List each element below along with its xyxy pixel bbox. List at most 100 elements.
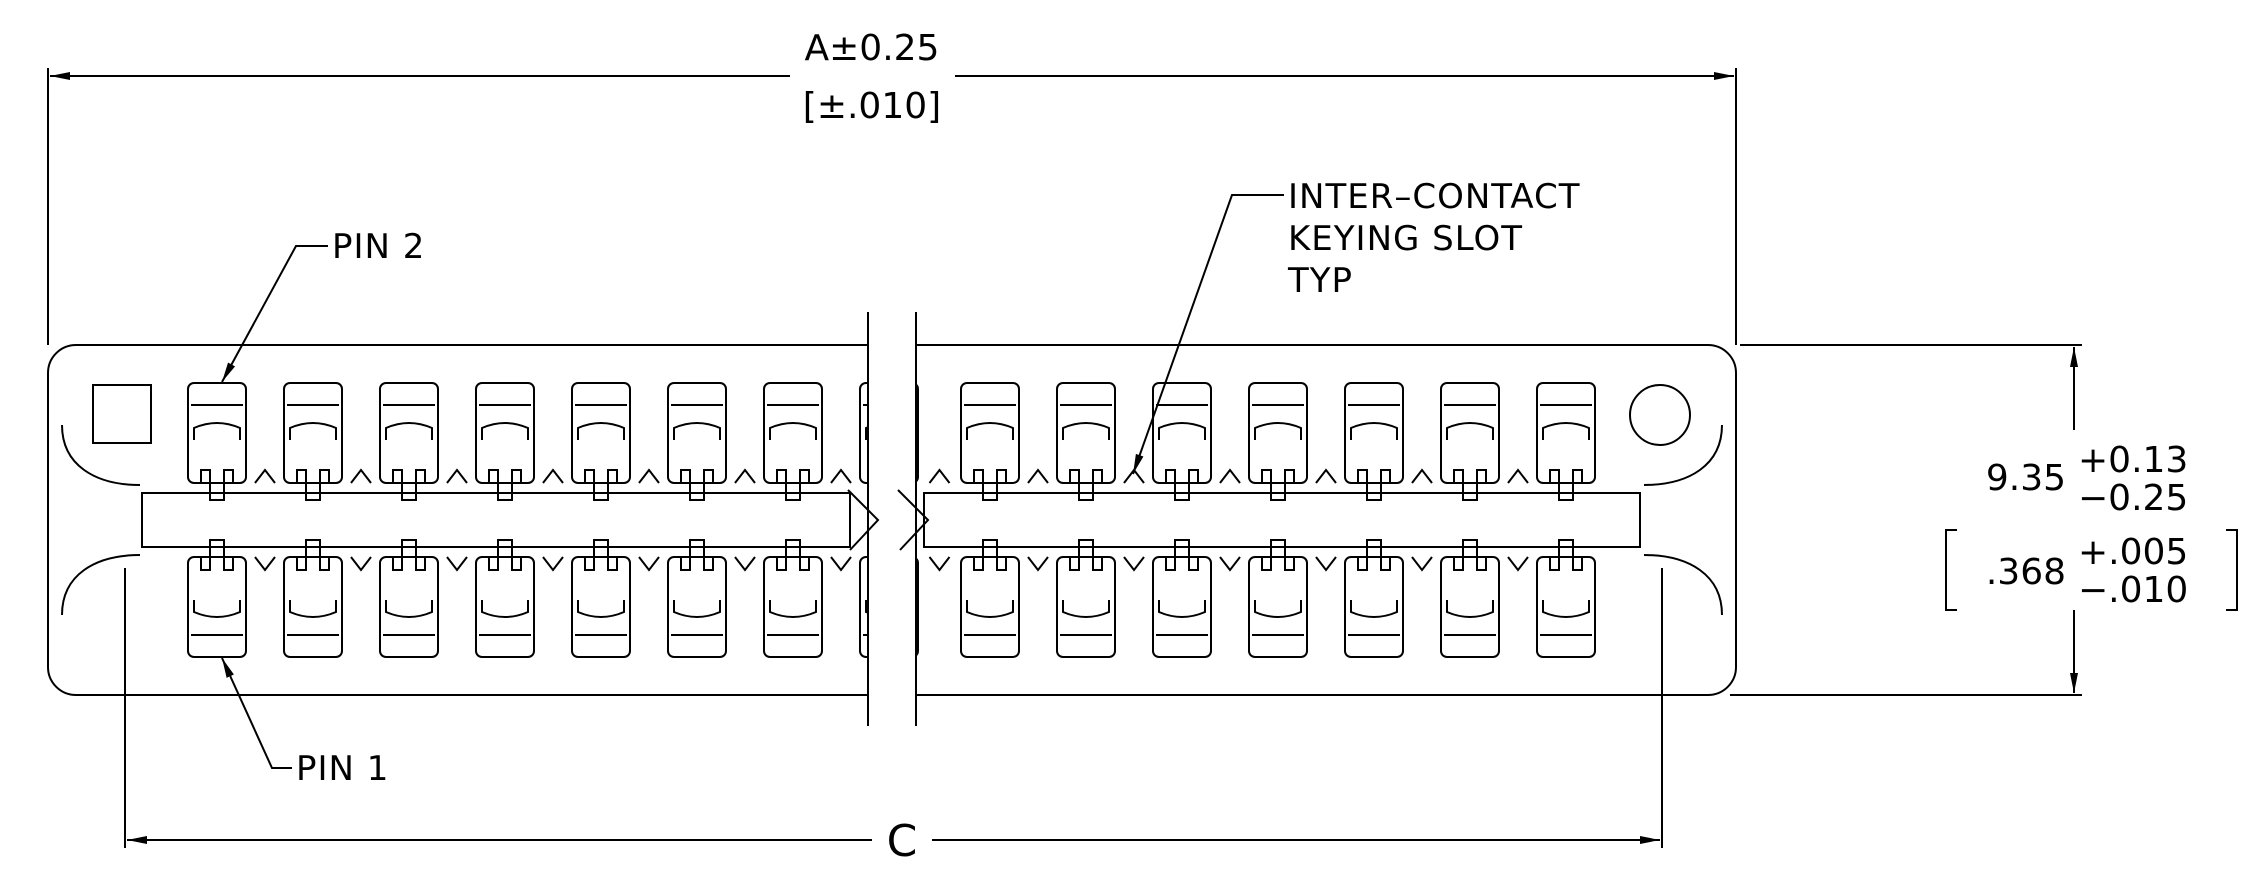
contact-lower-cap bbox=[577, 600, 625, 618]
contact-lower-cap bbox=[481, 600, 529, 618]
contact-upper-body bbox=[960, 382, 1020, 484]
contact-upper-body bbox=[1056, 382, 1116, 484]
contact-upper-tab bbox=[200, 469, 234, 501]
contact-lower-cap bbox=[193, 600, 241, 618]
contact-lower-tab bbox=[584, 539, 618, 571]
contact-lower-body bbox=[379, 556, 439, 658]
keying-slot-lower bbox=[1411, 556, 1433, 572]
dimension-c bbox=[124, 568, 1663, 848]
left-end-curve-bottom bbox=[61, 554, 141, 616]
contact-lower-body bbox=[283, 556, 343, 658]
contact-lower-tab bbox=[296, 539, 330, 571]
contact-lower-cap bbox=[1446, 600, 1494, 618]
keying-slot-lower bbox=[1123, 556, 1145, 572]
contact-upper-tab bbox=[1069, 469, 1103, 501]
height-plus-tol: +0.13 bbox=[2078, 440, 2188, 481]
contact-upper-tab bbox=[1165, 469, 1199, 501]
contact bbox=[960, 382, 1049, 658]
contact-lower-tab bbox=[1069, 539, 1103, 571]
contact-lower-tab bbox=[1165, 539, 1199, 571]
keying-slot-lower bbox=[928, 556, 951, 572]
keying-slot-lower bbox=[1027, 556, 1049, 572]
keying-slot-lower bbox=[254, 556, 276, 572]
contact-lower-body bbox=[1056, 556, 1116, 658]
pin1-label: PIN 1 bbox=[296, 749, 389, 789]
contact-upper-tab bbox=[392, 469, 426, 501]
contact-lower-cap bbox=[1158, 600, 1206, 618]
keying-slot-upper bbox=[928, 468, 951, 484]
keying-slot-upper bbox=[1411, 468, 1433, 484]
contact-upper-cap bbox=[193, 422, 241, 440]
keying-slot-lower bbox=[1315, 556, 1337, 572]
contact-lower-body bbox=[667, 556, 727, 658]
right-end-curve-bottom bbox=[1643, 554, 1723, 616]
contact-lower-body bbox=[475, 556, 535, 658]
contact-lower-body bbox=[763, 556, 823, 658]
contact-lower-cap bbox=[673, 600, 721, 618]
contact-upper-cap bbox=[577, 422, 625, 440]
height-minus-tol: −0.25 bbox=[2078, 478, 2188, 519]
inch-bracket-left bbox=[1945, 529, 1957, 611]
keying-slot-lower bbox=[1219, 556, 1241, 572]
center-channel-left bbox=[141, 492, 851, 548]
keying-slot-upper bbox=[446, 468, 468, 484]
contact-upper-cap bbox=[1158, 422, 1206, 440]
contact bbox=[475, 382, 564, 658]
contact-lower-cap bbox=[1062, 600, 1110, 618]
contact-lower-tab bbox=[1261, 539, 1295, 571]
inch-bracket-right bbox=[2226, 529, 2238, 611]
contact-upper-cap bbox=[1350, 422, 1398, 440]
contact-upper-tab bbox=[973, 469, 1007, 501]
contact bbox=[1440, 382, 1529, 658]
contact-lower-tab bbox=[1549, 539, 1583, 571]
leaders bbox=[221, 194, 1284, 769]
keying-slot-upper bbox=[1219, 468, 1241, 484]
center-channel-right bbox=[923, 492, 1641, 548]
keying-slot-upper bbox=[830, 468, 852, 484]
pin2-leader bbox=[221, 245, 328, 383]
keying-slot-upper bbox=[350, 468, 372, 484]
contact-upper-tab bbox=[1453, 469, 1487, 501]
contact-lower-tab bbox=[1453, 539, 1487, 571]
contact bbox=[1152, 382, 1241, 658]
contact-lower-body bbox=[187, 556, 247, 658]
pin2-label: PIN 2 bbox=[332, 227, 425, 267]
contact-upper-tab bbox=[1261, 469, 1295, 501]
contact-lower-body bbox=[1152, 556, 1212, 658]
keying-slot-upper bbox=[254, 468, 276, 484]
break-gap bbox=[847, 312, 930, 726]
keying-slot-upper bbox=[1315, 468, 1337, 484]
height-inch-minus-tol: −.010 bbox=[2078, 570, 2188, 611]
contact-lower-body bbox=[1536, 556, 1596, 658]
contact-lower-tab bbox=[200, 539, 234, 571]
contact bbox=[1536, 382, 1596, 658]
contact-upper-body bbox=[1440, 382, 1500, 484]
contact-upper-cap bbox=[1446, 422, 1494, 440]
contact bbox=[187, 382, 276, 658]
right-end-curve-top bbox=[1643, 424, 1723, 486]
contact-upper-cap bbox=[769, 422, 817, 440]
contact-lower-cap bbox=[1542, 600, 1590, 618]
contact-lower-cap bbox=[289, 600, 337, 618]
contact-upper-body bbox=[1248, 382, 1308, 484]
contact-upper-tab bbox=[1357, 469, 1391, 501]
keying-slot-lower bbox=[734, 556, 756, 572]
dimension-a bbox=[47, 68, 1737, 345]
break-gap-fill bbox=[868, 312, 916, 726]
contact bbox=[1056, 382, 1145, 658]
contact-lower-tab bbox=[680, 539, 714, 571]
keying-slot-lower bbox=[350, 556, 372, 572]
keying-slot-lower bbox=[446, 556, 468, 572]
contact bbox=[1344, 382, 1433, 658]
contact-lower-cap bbox=[1350, 600, 1398, 618]
keying-leader bbox=[1132, 194, 1284, 475]
contact-lower-tab bbox=[392, 539, 426, 571]
contact-upper-body bbox=[475, 382, 535, 484]
break-zigzag-right bbox=[897, 489, 930, 551]
contact-lower-body bbox=[571, 556, 631, 658]
contact-upper-cap bbox=[385, 422, 433, 440]
pin1-leader bbox=[221, 657, 292, 769]
contact-lower-tab bbox=[1357, 539, 1391, 571]
contact-upper-tab bbox=[584, 469, 618, 501]
contact-lower-cap bbox=[966, 600, 1014, 618]
